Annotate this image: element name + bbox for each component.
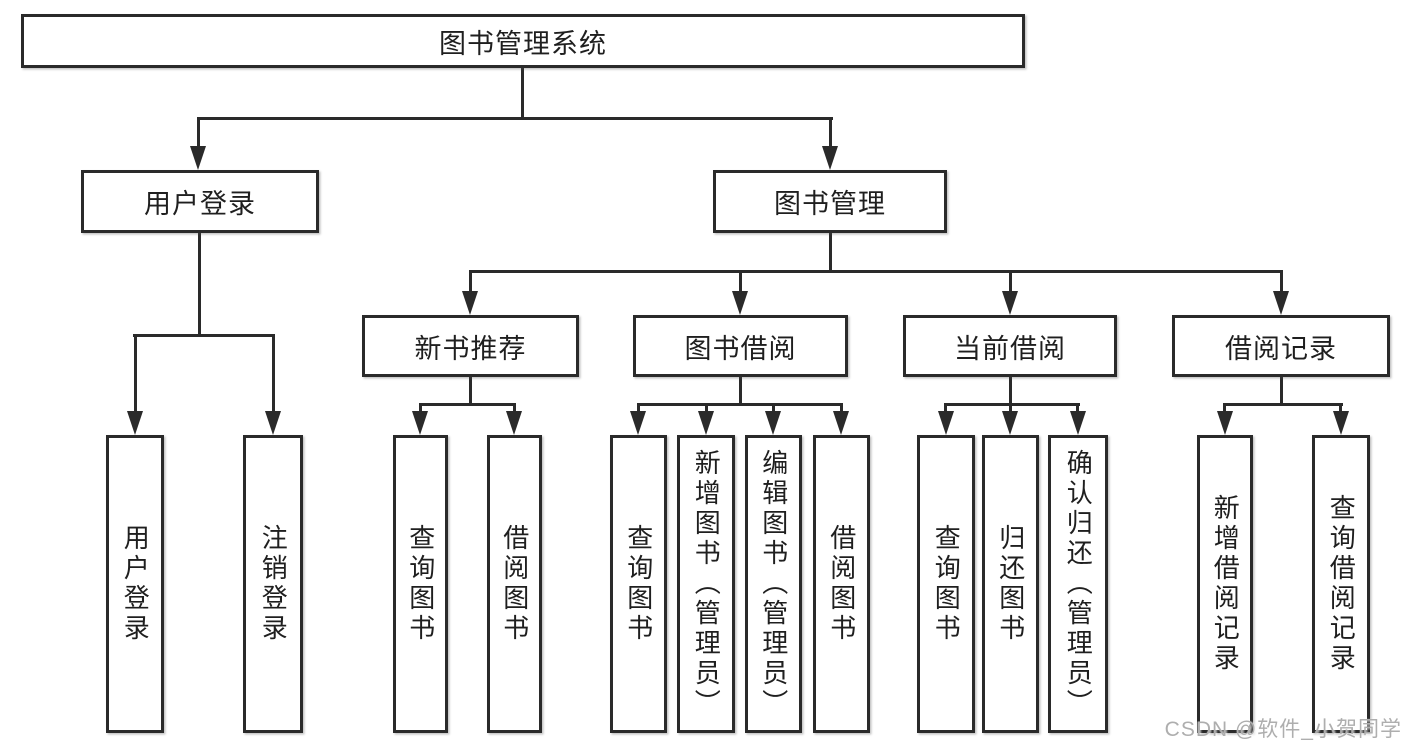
arrow-down-to-leaf-logout (265, 411, 281, 435)
connector-user-login-branch (133, 334, 275, 337)
connector-root-trunk (521, 67, 524, 120)
arrow-down-to-nb-borrow (506, 411, 522, 435)
arrow-down-to-br-query (1333, 411, 1349, 435)
connector-stem-bb-borrow (840, 403, 843, 413)
node-bb-borrow-books: 借阅图书 (813, 435, 870, 733)
node-bb-borrow-books-label: 借阅图书 (826, 524, 857, 644)
connector-book-borrow-trunk (739, 377, 742, 406)
node-bb-add-books-admin-label: 新增图书（管理员） (691, 449, 722, 719)
node-br-query-record: 查询借阅记录 (1312, 435, 1370, 733)
node-borrow-records-label: 借阅记录 (1225, 333, 1337, 364)
connector-current-borrow-branch (944, 403, 1080, 406)
connector-stem-book-borrow (739, 270, 742, 293)
connector-stem-br-add (1223, 403, 1226, 413)
arrow-down-to-current-borrow (1002, 291, 1018, 315)
connector-user-login-trunk (198, 232, 201, 336)
node-current-borrow-label: 当前借阅 (954, 333, 1066, 364)
connector-book-mgmt-branch (469, 270, 1283, 273)
connector-root-branch (197, 117, 833, 120)
node-br-add-record: 新增借阅记录 (1197, 435, 1253, 733)
node-bb-edit-books-admin: 编辑图书（管理员） (745, 435, 802, 733)
arrow-down-to-new-books (462, 291, 478, 315)
arrow-down-to-cb-return (1002, 411, 1018, 435)
node-borrow-records: 借阅记录 (1172, 315, 1390, 377)
arrow-down-to-leaf-user-login (127, 411, 143, 435)
node-cb-query-books: 查询图书 (917, 435, 975, 733)
connector-stem-user-login (197, 117, 200, 149)
connector-stem-leaf-logout (272, 334, 275, 413)
arrow-down-to-book-borrow (732, 291, 748, 315)
node-leaf-user-login-label: 用户登录 (120, 524, 151, 644)
connector-book-borrow-branch (637, 403, 843, 406)
node-root: 图书管理系统 (21, 14, 1025, 68)
node-book-mgmt-label: 图书管理 (774, 189, 886, 219)
node-bb-edit-books-admin-label: 编辑图书（管理员） (758, 449, 789, 719)
arrow-down-to-cb-confirm (1070, 411, 1086, 435)
node-br-query-record-label: 查询借阅记录 (1326, 494, 1357, 674)
arrow-down-to-book-mgmt (822, 146, 838, 170)
connector-book-mgmt-trunk (829, 232, 832, 273)
arrow-down-to-user-login (190, 146, 206, 170)
node-root-label: 图书管理系统 (439, 28, 607, 59)
connector-stem-current-borrow (1009, 270, 1012, 293)
connector-borrow-records-branch (1223, 403, 1343, 406)
connector-borrow-records-trunk (1280, 377, 1283, 406)
node-nb-query-books-label: 查询图书 (405, 524, 436, 644)
connector-stem-bb-edit (772, 403, 775, 413)
connector-new-books-branch (419, 403, 516, 406)
node-nb-borrow-books-label: 借阅图书 (499, 524, 530, 644)
node-bb-query-books-label: 查询图书 (623, 524, 654, 644)
node-cb-return-books-label: 归还图书 (995, 524, 1026, 644)
node-new-books-label: 新书推荐 (414, 333, 527, 364)
connector-new-books-trunk (469, 377, 472, 406)
node-br-add-record-label: 新增借阅记录 (1210, 494, 1241, 674)
connector-stem-nb-query (419, 403, 422, 413)
node-leaf-user-login: 用户登录 (106, 435, 164, 733)
node-cb-return-books: 归还图书 (982, 435, 1039, 733)
connector-stem-leaf-user-login (134, 334, 137, 413)
arrow-down-to-br-add (1217, 411, 1233, 435)
node-bb-add-books-admin: 新增图书（管理员） (677, 435, 735, 733)
arrow-down-to-bb-edit (765, 411, 781, 435)
node-cb-query-books-label: 查询图书 (931, 524, 962, 644)
arrow-down-to-bb-query (630, 411, 646, 435)
node-cb-confirm-return-admin-label: 确认归还（管理员） (1063, 449, 1094, 719)
connector-stem-cb-query (944, 403, 947, 413)
node-bb-query-books: 查询图书 (610, 435, 667, 733)
connector-stem-cb-return (1009, 403, 1012, 413)
node-user-login: 用户登录 (81, 170, 319, 233)
arrow-down-to-bb-add (698, 411, 714, 435)
node-book-mgmt: 图书管理 (713, 170, 947, 233)
arrow-down-to-nb-query (412, 411, 428, 435)
node-book-borrow-label: 图书借阅 (684, 333, 797, 364)
connector-stem-new-books (469, 270, 472, 293)
node-nb-borrow-books: 借阅图书 (487, 435, 542, 733)
node-cb-confirm-return-admin: 确认归还（管理员） (1048, 435, 1108, 733)
connector-stem-nb-borrow (513, 403, 516, 413)
arrow-down-to-bb-borrow (833, 411, 849, 435)
connector-stem-br-query (1339, 403, 1342, 413)
node-nb-query-books: 查询图书 (393, 435, 448, 733)
connector-stem-borrow-records (1280, 270, 1283, 293)
arrow-down-to-borrow-records (1273, 291, 1289, 315)
node-new-books: 新书推荐 (362, 315, 579, 377)
node-book-borrow: 图书借阅 (633, 315, 848, 377)
watermark-text: CSDN @软件_小贺同学 (1164, 718, 1402, 741)
node-current-borrow: 当前借阅 (903, 315, 1117, 377)
connector-current-borrow-trunk (1009, 377, 1012, 406)
node-user-login-label: 用户登录 (144, 189, 256, 219)
arrow-down-to-cb-query (938, 411, 954, 435)
connector-stem-cb-confirm (1076, 403, 1079, 413)
node-leaf-logout-label: 注销登录 (258, 524, 289, 644)
connector-stem-bb-add (705, 403, 708, 413)
connector-stem-book-mgmt (829, 117, 832, 149)
node-leaf-logout: 注销登录 (243, 435, 303, 733)
connector-stem-bb-query (637, 403, 640, 413)
